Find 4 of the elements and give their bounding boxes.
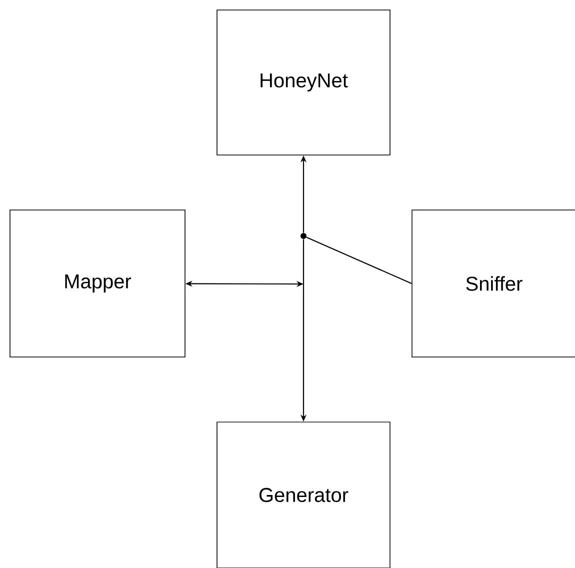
box: HoneyNet: [216, 10, 390, 156]
box: Mapper: [10, 210, 186, 358]
box: Sniffer: [412, 210, 575, 358]
box: Generator: [216, 422, 390, 568]
